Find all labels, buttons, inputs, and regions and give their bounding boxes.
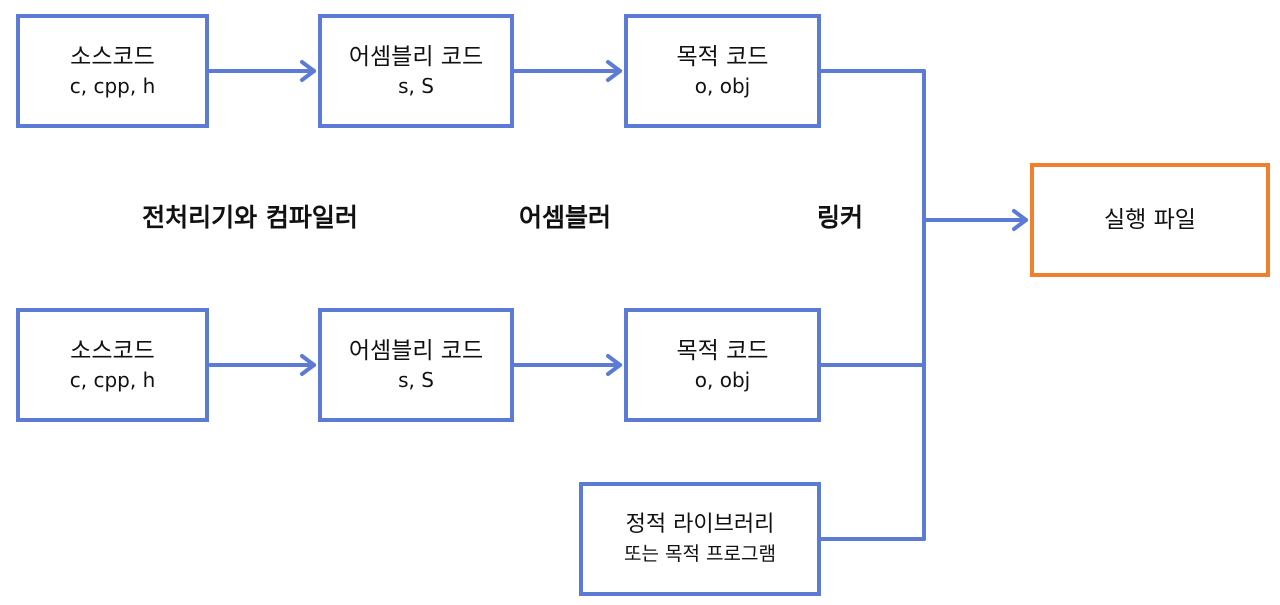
assembly-code-box-1: 어셈블리 코드 s, S	[318, 14, 514, 128]
assembly-code-extensions: s, S	[398, 74, 434, 98]
executable-box: 실행 파일	[1030, 163, 1270, 277]
object-code-extensions: o, obj	[694, 74, 751, 98]
object-code-title: 목적 코드	[676, 338, 769, 364]
source-code-box-1: 소스코드 c, cpp, h	[16, 14, 209, 128]
object-code-title: 목적 코드	[676, 44, 769, 70]
executable-title: 실행 파일	[1104, 207, 1196, 233]
static-library-subtitle: 또는 목적 프로그램	[624, 543, 776, 565]
arrowhead-assembly-to-object-2	[606, 354, 622, 376]
object-code-box-2: 목적 코드 o, obj	[624, 308, 821, 422]
arrowhead-to-executable	[1012, 209, 1028, 231]
object-code-box-1: 목적 코드 o, obj	[624, 14, 821, 128]
stage-label-compiler: 전처리기와 컴파일러	[142, 203, 358, 232]
static-library-box: 정적 라이브러리 또는 목적 프로그램	[579, 482, 821, 596]
assembly-code-extensions: s, S	[398, 368, 434, 392]
assembly-code-title: 어셈블리 코드	[348, 338, 484, 364]
source-code-title: 소스코드	[70, 44, 155, 70]
source-code-title: 소스코드	[70, 338, 155, 364]
stage-label-linker: 링커	[816, 203, 863, 232]
arrowhead-source-to-assembly-2	[300, 354, 316, 376]
source-code-extensions: c, cpp, h	[69, 368, 156, 392]
static-library-title: 정적 라이브러리	[625, 512, 775, 537]
object-code-extensions: o, obj	[694, 368, 751, 392]
source-code-box-2: 소스코드 c, cpp, h	[16, 308, 209, 422]
assembly-code-title: 어셈블리 코드	[348, 44, 484, 70]
arrowhead-assembly-to-object-1	[606, 60, 622, 82]
arrowhead-source-to-assembly-1	[300, 60, 316, 82]
stage-label-assembler: 어셈블러	[518, 203, 611, 232]
assembly-code-box-2: 어셈블리 코드 s, S	[318, 308, 514, 422]
source-code-extensions: c, cpp, h	[69, 74, 156, 98]
